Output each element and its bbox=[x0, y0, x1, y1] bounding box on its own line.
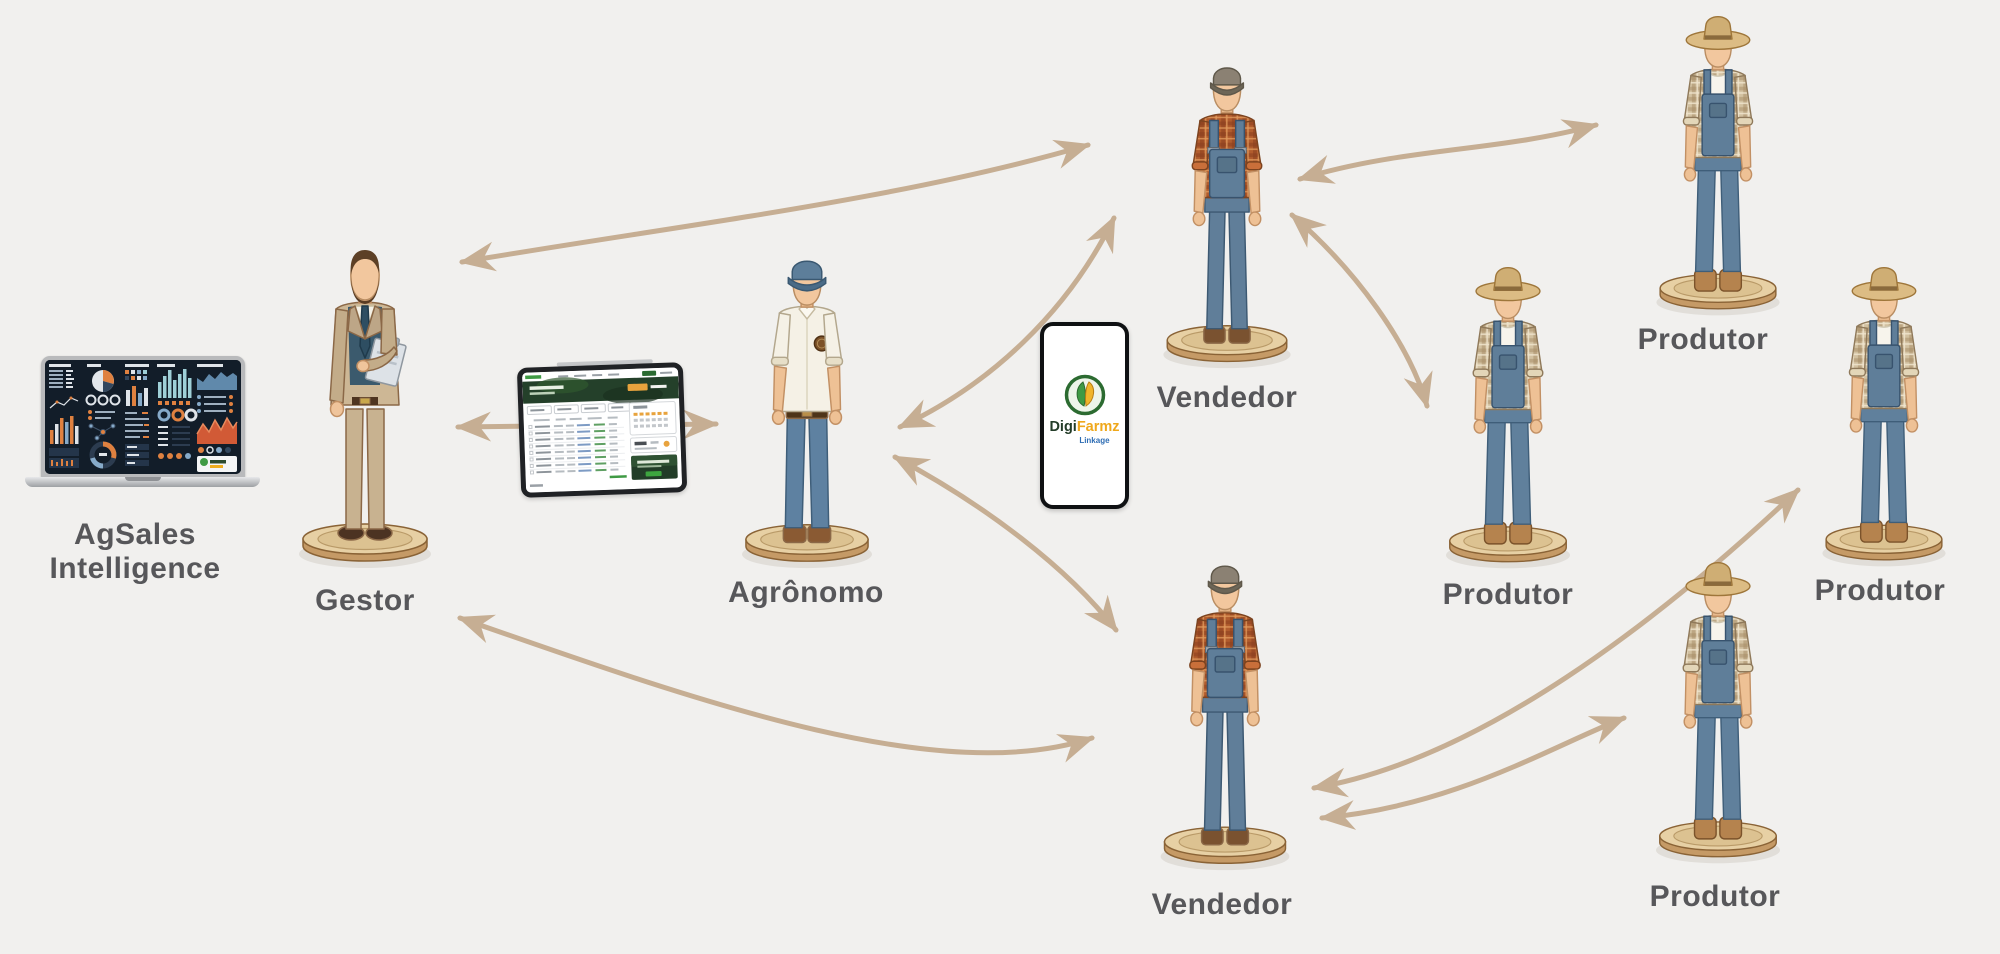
label-vendedor-top: Vendedor bbox=[1156, 381, 1298, 414]
gestor-figure bbox=[290, 243, 440, 578]
digifarmz-mini-logo bbox=[200, 458, 208, 466]
arrow-vendedortop-produtor-topright bbox=[1297, 119, 1599, 184]
laptop-screen bbox=[41, 356, 245, 478]
arrow-agronomo-vendedor-bottom bbox=[892, 454, 1119, 633]
vendedor-top-figure bbox=[1152, 55, 1302, 378]
agsales-laptop bbox=[25, 356, 260, 496]
laptop-base bbox=[25, 477, 260, 487]
produtor-middle-figure bbox=[1435, 263, 1581, 578]
label-produtor-middle: Produtor bbox=[1442, 578, 1574, 611]
label-agronomo: Agrônomo bbox=[728, 576, 884, 609]
phone-screen: DigiFarmz Linkage bbox=[1044, 326, 1125, 505]
arrow-gestor-vendedor-bottom bbox=[457, 614, 1095, 763]
arrow-vendedorbottom-produtor-bottom bbox=[1319, 715, 1627, 830]
linkage-subtitle: Linkage bbox=[1079, 436, 1110, 445]
arrow-agronomo-vendedor-top bbox=[897, 215, 1117, 430]
tablet-screen bbox=[516, 362, 688, 498]
digifarmz-logo-text: DigiFarmz bbox=[1049, 419, 1120, 435]
label-produtor-right: Produtor bbox=[1814, 574, 1946, 607]
produtor-topright-figure bbox=[1642, 12, 1794, 325]
vendedor-bottom-figure bbox=[1150, 553, 1300, 880]
label-produtor-bottom: Produtor bbox=[1649, 880, 1781, 913]
arrow-gestor-vendedor-top bbox=[459, 139, 1091, 272]
label-vendedor-bottom: Vendedor bbox=[1151, 888, 1293, 921]
produtor-bottom-figure bbox=[1644, 558, 1792, 873]
label-agsales-intelligence: AgSales Intelligence bbox=[49, 518, 221, 585]
digifarmz-phone: DigiFarmz Linkage bbox=[1040, 322, 1129, 509]
arrow-vendedortop-produtor-middle bbox=[1289, 212, 1433, 409]
label-produtor-topright: Produtor bbox=[1637, 323, 1769, 356]
agronomo-figure bbox=[732, 248, 882, 578]
digifarmz-logo-icon bbox=[1064, 374, 1105, 416]
produtor-right-figure bbox=[1812, 263, 1956, 576]
digifarmz-tablet bbox=[516, 358, 688, 498]
label-gestor: Gestor bbox=[315, 584, 415, 617]
webapp-dashboard-graphic bbox=[522, 367, 683, 493]
analytics-dashboard-graphic bbox=[45, 360, 241, 474]
